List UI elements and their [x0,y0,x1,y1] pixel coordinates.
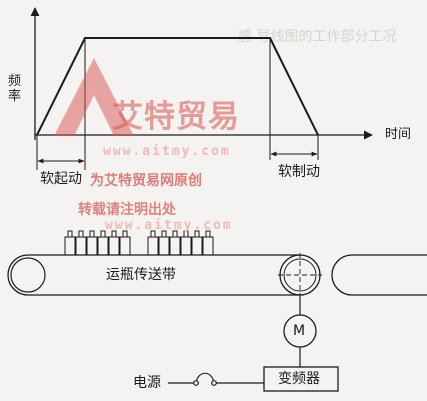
conveyor-belt [7,253,322,297]
watermark-brand: 艾特贸易 [112,99,240,135]
bottle-group-left [64,230,131,256]
watermark-url-top: www.aitmy.com [103,144,231,159]
bottle-group-right [147,230,214,256]
inverter-box [263,366,339,392]
motor-label: M [293,323,306,339]
conveyor-belt-label: 运瓶传送带 [106,267,176,283]
next-conveyor-belt [331,254,427,296]
soft-start-label: 软起动 [40,171,82,187]
frequency-profile-line [36,37,319,136]
y-axis-label: 频率 [8,74,22,104]
bottle-row [64,230,214,256]
soft-stop-label: 软制动 [278,164,320,180]
watermark-url-bottom: www.aitmy.com [105,218,233,233]
watermark-line-1: 为艾特贸易网原创 [90,173,202,189]
x-axis-label: 时间 [385,127,412,142]
faint-background-text: 感 导线图的工作部分工况 [238,29,397,45]
inverter-label: 变频器 [278,371,320,387]
power-supply-label: 电源 [133,375,161,391]
watermark-line-2: 转载请注明出处 [78,202,176,218]
drive-wiring [168,295,339,392]
watermark-logo [54,58,134,136]
belt-left-roller [10,257,46,293]
